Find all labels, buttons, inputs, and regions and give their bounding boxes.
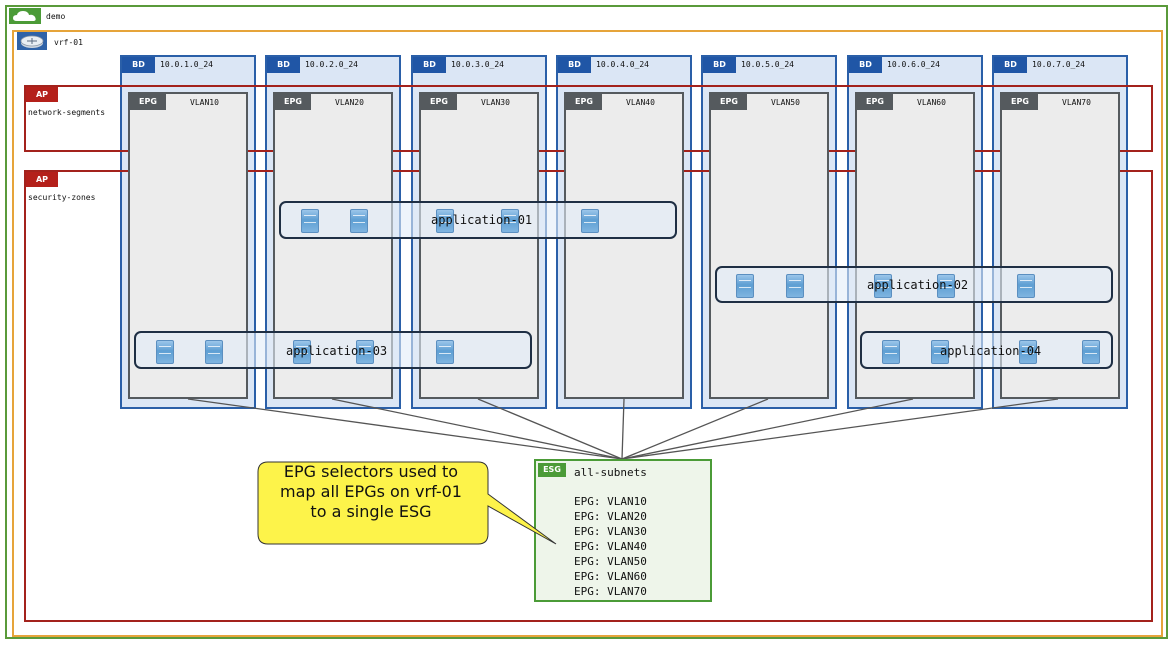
esg-selector: EPG: VLAN20 — [574, 510, 647, 523]
epg-tag: EPG — [857, 94, 893, 110]
server-icon — [1082, 340, 1100, 364]
esg-selector: EPG: VLAN10 — [574, 495, 647, 508]
esg-tag: ESG — [538, 463, 566, 477]
esg-selector: EPG: VLAN60 — [574, 570, 647, 583]
link-vlan20 — [331, 398, 623, 460]
callout-line: to a single ESG — [310, 502, 432, 521]
link-vlan70 — [621, 398, 1059, 460]
epg-tag: EPG — [421, 94, 457, 110]
cloud-icon — [13, 11, 36, 21]
link-vlan50 — [621, 398, 769, 460]
esg-name: all-subnets — [574, 466, 647, 479]
server-icon — [301, 209, 319, 233]
server-icon — [931, 340, 949, 364]
link-vlan30 — [477, 398, 623, 460]
application-02-label: application-02 — [867, 278, 969, 292]
epg-tag: EPG — [566, 94, 602, 110]
callout-text: EPG selectors used to map all EPGs on vr… — [258, 462, 484, 522]
bd-name: 10.0.6.0_24 — [887, 60, 940, 69]
epg-name: VLAN70 — [1062, 98, 1091, 107]
bd-tag: BD — [558, 57, 591, 73]
tenant-label: demo — [46, 12, 66, 21]
server-icon — [293, 340, 311, 364]
epg-name: VLAN60 — [917, 98, 946, 107]
epg-tag: EPG — [275, 94, 311, 110]
epg-name: VLAN50 — [771, 98, 800, 107]
esg-selector: EPG: VLAN70 — [574, 585, 647, 598]
router-icon — [20, 35, 44, 48]
bd-name: 10.0.7.0_24 — [1032, 60, 1085, 69]
callout-line: map all EPGs on vrf-01 — [280, 482, 462, 501]
epg-tag: EPG — [130, 94, 166, 110]
ap-tag: AP — [26, 87, 58, 102]
bd-tag: BD — [849, 57, 882, 73]
esg-selector: EPG: VLAN50 — [574, 555, 647, 568]
callout-line: EPG selectors used to — [283, 462, 459, 481]
server-icon — [937, 274, 955, 298]
application-01-group: application-01 — [279, 201, 677, 239]
application-03-label: application-03 — [286, 344, 388, 358]
link-vlan60 — [621, 398, 914, 460]
epg-tag: EPG — [1002, 94, 1038, 110]
server-icon — [736, 274, 754, 298]
server-icon — [436, 209, 454, 233]
application-04-group: application-04 — [860, 331, 1113, 369]
epg-box: EPG VLAN40 — [564, 92, 684, 399]
server-icon — [436, 340, 454, 364]
bd-tag: BD — [994, 57, 1027, 73]
epg-tag: EPG — [711, 94, 747, 110]
bd-tag: BD — [413, 57, 446, 73]
bd-name: 10.0.5.0_24 — [741, 60, 794, 69]
link-vlan40 — [621, 398, 625, 460]
server-icon — [356, 340, 374, 364]
epg-name: VLAN40 — [626, 98, 655, 107]
server-icon — [1017, 274, 1035, 298]
bd-name: 10.0.4.0_24 — [596, 60, 649, 69]
tenant-container — [5, 5, 1168, 639]
server-icon — [205, 340, 223, 364]
vrf-tag — [17, 32, 47, 50]
bd-tag: BD — [703, 57, 736, 73]
server-icon — [350, 209, 368, 233]
vrf-container — [12, 30, 1163, 637]
bd-name: 10.0.2.0_24 — [305, 60, 358, 69]
server-icon — [501, 209, 519, 233]
link-vlan10 — [187, 398, 623, 460]
ap-label-security-zones: security-zones — [28, 193, 96, 202]
ap-label-network-segments: network-segments — [28, 108, 106, 117]
application-01-label: application-01 — [431, 213, 533, 227]
esg-selector: EPG: VLAN40 — [574, 540, 647, 553]
application-02-group: application-02 — [715, 266, 1113, 303]
tenant-tag — [9, 8, 41, 24]
epg-name: VLAN20 — [335, 98, 364, 107]
epg-box: EPG VLAN50 — [709, 92, 829, 399]
server-icon — [581, 209, 599, 233]
bd-name: 10.0.3.0_24 — [451, 60, 504, 69]
application-03-group: application-03 — [134, 331, 532, 369]
server-icon — [156, 340, 174, 364]
epg-name: VLAN30 — [481, 98, 510, 107]
server-icon — [1019, 340, 1037, 364]
application-04-label: application-04 — [940, 344, 1042, 358]
epg-name: VLAN10 — [190, 98, 219, 107]
bd-tag: BD — [267, 57, 300, 73]
ap-tag: AP — [26, 172, 58, 187]
server-icon — [786, 274, 804, 298]
server-icon — [882, 340, 900, 364]
esg-selector: EPG: VLAN30 — [574, 525, 647, 538]
bd-tag: BD — [122, 57, 155, 73]
server-icon — [874, 274, 892, 298]
vrf-label: vrf-01 — [54, 38, 83, 47]
bd-name: 10.0.1.0_24 — [160, 60, 213, 69]
